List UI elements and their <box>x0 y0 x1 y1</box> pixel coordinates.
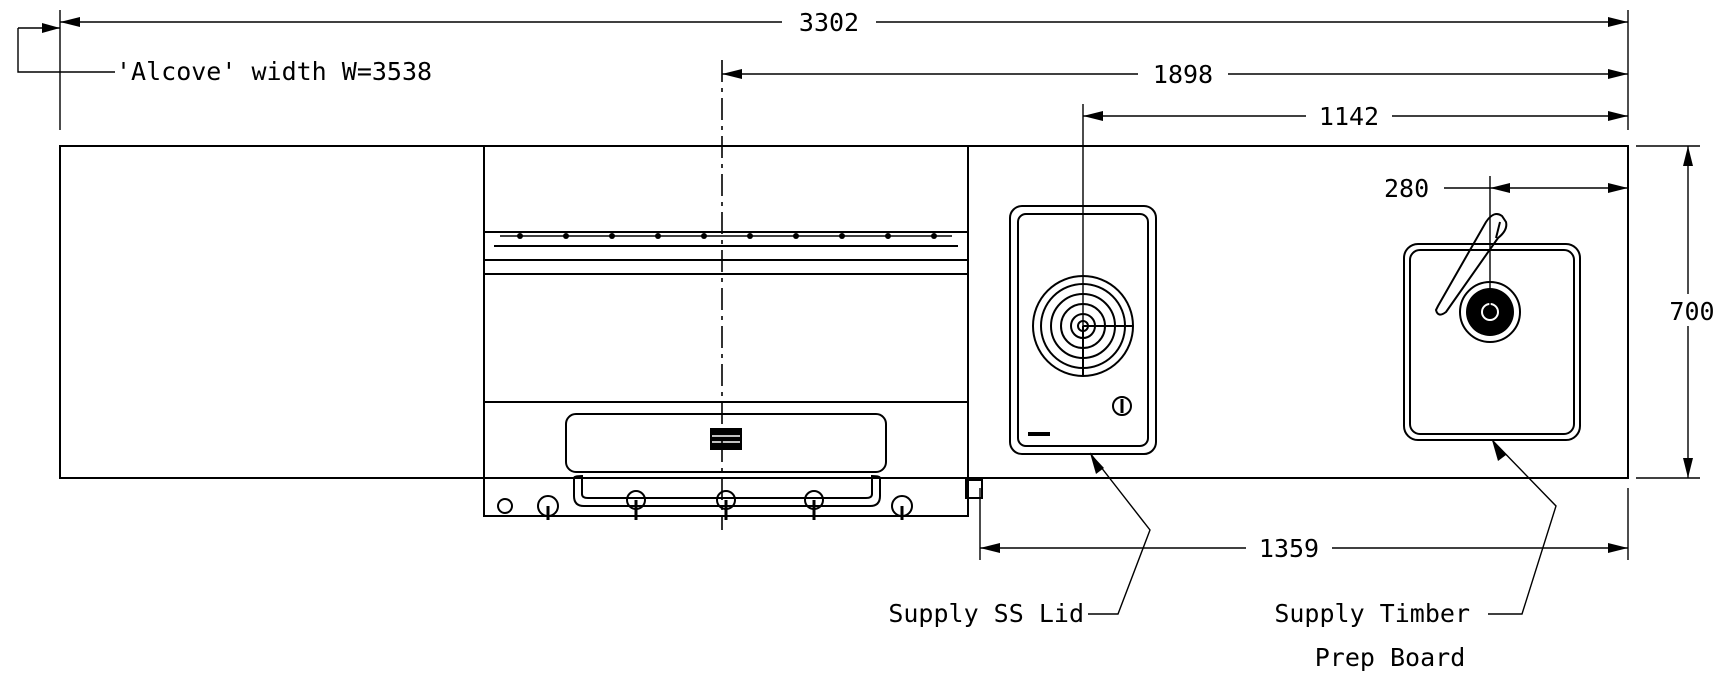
hotplate-centre-label: 1142 <box>1319 102 1379 131</box>
hotplate-unit <box>1009 205 1157 455</box>
oven-centre-label: 1898 <box>1153 60 1213 89</box>
vent-slot <box>517 233 523 239</box>
vent-slot <box>609 233 615 239</box>
oven-vent-slots <box>500 233 952 239</box>
oven-range <box>483 60 983 530</box>
right-bench-label: 1359 <box>1259 534 1319 563</box>
vent-slot <box>701 233 707 239</box>
depth-dimension: 700 <box>1636 145 1716 479</box>
hotplate-centre-dimension: 1142 <box>1082 102 1628 326</box>
timber-board-callout: Supply Timber Prep Board <box>1274 439 1557 672</box>
depth-label: 700 <box>1669 297 1714 326</box>
tap-centre-label: 280 <box>1384 174 1429 203</box>
tap-spout <box>1434 213 1508 316</box>
ss-lid-callout: Supply SS Lid <box>888 452 1151 628</box>
tap-centre-dimension: 280 <box>1384 174 1628 310</box>
ss-lid-label: Supply SS Lid <box>888 599 1084 628</box>
timber-board-label-line1: Supply Timber <box>1274 599 1470 628</box>
alcove-width-callout: 'Alcove' width W=3538 <box>17 23 432 86</box>
oven-centre-dimension: 1898 <box>722 60 1628 90</box>
overall-width-label: 3302 <box>799 8 859 37</box>
vent-slot <box>839 233 845 239</box>
alcove-width-label: 'Alcove' width W=3538 <box>116 57 432 86</box>
hotplate-element <box>1032 275 1134 377</box>
vent-slot <box>931 233 937 239</box>
vent-slot <box>563 233 569 239</box>
hotplate-knob <box>1112 396 1132 416</box>
oven-door-handle <box>573 474 881 507</box>
sink-unit <box>1403 213 1581 441</box>
vent-slot <box>747 233 753 239</box>
right-bench-dimension: 1359 <box>979 488 1629 564</box>
oven-door-badge <box>710 428 742 450</box>
timber-board-label-line2: Prep Board <box>1315 643 1466 672</box>
oven-control-knobs <box>497 479 983 520</box>
overall-width-dimension: 3302 <box>59 8 1629 130</box>
vent-slot <box>655 233 661 239</box>
vent-slot <box>793 233 799 239</box>
vent-slot <box>885 233 891 239</box>
